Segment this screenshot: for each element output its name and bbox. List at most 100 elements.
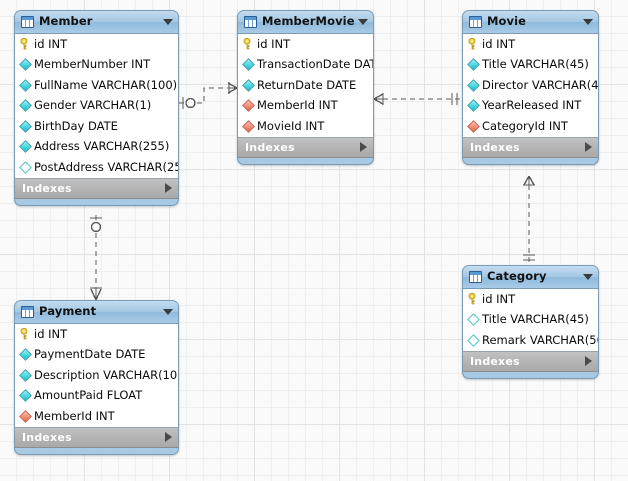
chevron-right-icon[interactable] (360, 142, 367, 152)
field-row[interactable]: Gender VARCHAR(1) (15, 96, 178, 117)
diamond-red-icon (242, 119, 255, 133)
chevron-down-icon[interactable] (583, 274, 593, 280)
table-header-payment[interactable]: Payment (15, 301, 178, 324)
chevron-right-icon[interactable] (585, 356, 592, 366)
field-label: PostAddress VARCHAR(255) (34, 159, 179, 174)
field-row[interactable]: MovieId INT (238, 116, 373, 137)
field-row[interactable]: Title VARCHAR(45) (463, 55, 598, 76)
key-icon (243, 38, 251, 50)
chevron-right-icon[interactable] (165, 183, 172, 193)
field-row[interactable]: id INT (15, 324, 178, 345)
diamond-icon (19, 389, 32, 403)
table-name-movie: Movie (487, 14, 527, 29)
field-label: MemberId INT (34, 408, 115, 423)
chevron-down-icon[interactable] (163, 309, 173, 315)
table-payment[interactable]: Payment id INT PaymentDate DATE Descript… (14, 300, 179, 455)
table-name-membermovie: MemberMovie (262, 14, 355, 29)
table-name-category: Category (487, 269, 547, 284)
indexes-bar[interactable]: Indexes (463, 137, 598, 158)
diamond-icon (19, 58, 32, 72)
diamond-icon (467, 78, 480, 92)
indexes-bar[interactable]: Indexes (15, 178, 178, 199)
chevron-down-icon[interactable] (163, 19, 173, 25)
diamond-icon (19, 348, 32, 362)
table-icon (469, 271, 482, 283)
field-row[interactable]: id INT (238, 34, 373, 55)
chevron-down-icon[interactable] (583, 19, 593, 25)
table-header-member[interactable]: Member (15, 11, 178, 34)
indexes-label: Indexes (245, 140, 295, 154)
table-membermovie[interactable]: MemberMovie id INT TransactionDate DATE … (237, 10, 374, 165)
field-row[interactable]: id INT (463, 289, 598, 310)
chevron-right-icon[interactable] (585, 142, 592, 152)
key-icon (468, 38, 476, 50)
table-member[interactable]: Member id INT MemberNumber INT FullName … (14, 10, 179, 206)
field-label: ReturnDate DATE (257, 77, 357, 92)
table-header-membermovie[interactable]: MemberMovie (238, 11, 373, 34)
field-row[interactable]: CategoryId INT (463, 116, 598, 137)
diamond-icon (19, 99, 32, 113)
table-name-member: Member (39, 14, 93, 29)
field-row[interactable]: BirthDay DATE (15, 116, 178, 137)
field-row[interactable]: MemberId INT (15, 406, 178, 427)
field-label: MovieId INT (257, 118, 325, 133)
field-row[interactable]: MemberId INT (238, 96, 373, 117)
field-row[interactable]: Director VARCHAR(45) (463, 75, 598, 96)
relationship-movie-category[interactable] (523, 175, 535, 265)
field-row[interactable]: Address VARCHAR(255) (15, 137, 178, 158)
field-label: BirthDay DATE (34, 118, 118, 133)
diamond-icon (19, 78, 32, 92)
field-row[interactable]: FullName VARCHAR(100) (15, 75, 178, 96)
chevron-right-icon[interactable] (165, 432, 172, 442)
diamond-red-icon (467, 119, 480, 133)
field-row[interactable]: PostAddress VARCHAR(255) (15, 157, 178, 178)
indexes-label: Indexes (470, 140, 520, 154)
field-row[interactable]: TransactionDate DATE (238, 55, 373, 76)
chevron-down-icon[interactable] (358, 19, 368, 25)
relationship-membermovie-movie[interactable] (373, 93, 462, 105)
field-row[interactable]: id INT (15, 34, 178, 55)
field-label: id INT (257, 36, 291, 51)
field-row[interactable]: Title VARCHAR(45) (463, 310, 598, 331)
field-row[interactable]: YearReleased INT (463, 96, 598, 117)
table-icon (21, 306, 34, 318)
field-row[interactable]: Description VARCHAR(100) (15, 365, 178, 386)
field-label: id INT (482, 36, 516, 51)
diamond-icon (467, 99, 480, 113)
table-movie[interactable]: Movie id INT Title VARCHAR(45) Director … (462, 10, 599, 165)
relationship-member-membermovie[interactable] (179, 82, 238, 109)
table-icon (469, 16, 482, 28)
key-icon (20, 328, 28, 340)
field-label: Remark VARCHAR(500) (482, 332, 598, 347)
field-list-membermovie: id INT TransactionDate DATE ReturnDate D… (238, 34, 373, 138)
field-label: Gender VARCHAR(1) (34, 98, 152, 112)
field-label: MemberNumber INT (34, 57, 151, 71)
table-name-payment: Payment (39, 304, 97, 319)
field-row[interactable]: PaymentDate DATE (15, 345, 178, 366)
field-list-movie: id INT Title VARCHAR(45) Director VARCHA… (463, 34, 598, 138)
diamond-icon (467, 58, 480, 72)
field-label: TransactionDate DATE (257, 57, 374, 71)
diamond-icon (19, 119, 32, 133)
field-row[interactable]: ReturnDate DATE (238, 75, 373, 96)
relationship-member-payment[interactable] (90, 215, 102, 301)
field-row[interactable]: AmountPaid FLOAT (15, 386, 178, 407)
indexes-bar[interactable]: Indexes (15, 427, 178, 448)
diamond-icon (242, 78, 255, 92)
indexes-label: Indexes (22, 430, 72, 444)
diamond-outline-icon (19, 160, 32, 174)
field-row[interactable]: MemberNumber INT (15, 55, 178, 76)
diamond-outline-icon (467, 333, 480, 347)
indexes-bar[interactable]: Indexes (238, 137, 373, 158)
field-list-payment: id INT PaymentDate DATE Description VARC… (15, 324, 178, 428)
diamond-icon (19, 368, 32, 382)
diamond-red-icon (242, 99, 255, 113)
table-header-category[interactable]: Category (463, 266, 598, 289)
table-category[interactable]: Category id INT Title VARCHAR(45) Remark… (462, 265, 599, 379)
field-row[interactable]: Remark VARCHAR(500) (463, 330, 598, 351)
field-row[interactable]: id INT (463, 34, 598, 55)
table-header-movie[interactable]: Movie (463, 11, 598, 34)
field-label: Address VARCHAR(255) (34, 139, 170, 153)
indexes-bar[interactable]: Indexes (463, 351, 598, 372)
